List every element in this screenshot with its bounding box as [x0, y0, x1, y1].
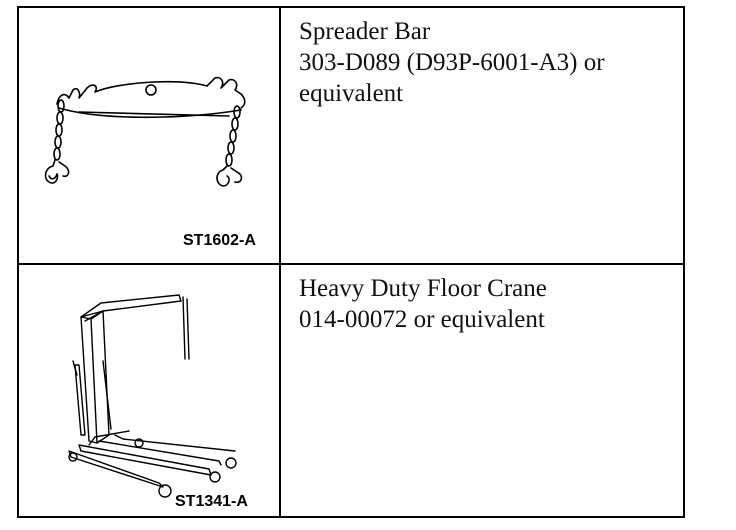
tool-row-floor-crane: ST1341-A Heavy Duty Floor Crane 014-0007… — [19, 265, 683, 516]
illustration-cell: ST1341-A — [19, 265, 281, 516]
illustration-cell: ST1602-A — [19, 8, 281, 263]
spreader-bar-illustration — [44, 76, 246, 187]
tool-row-spreader-bar: ST1602-A Spreader Bar 303-D089 (D93P-600… — [19, 8, 683, 265]
floor-crane-illustration — [68, 294, 237, 498]
tool-part-note: equivalent — [299, 80, 404, 107]
tool-name: Heavy Duty Floor Crane — [299, 275, 547, 302]
description-cell: Spreader Bar 303-D089 (D93P-6001-A3) or … — [281, 8, 683, 263]
special-tools-table: ST1602-A Spreader Bar 303-D089 (D93P-600… — [17, 6, 685, 518]
description-cell: Heavy Duty Floor Crane 014-00072 or equi… — [281, 265, 683, 516]
tool-part-number: 014-00072 or equivalent — [299, 306, 545, 333]
tool-description: Spreader Bar 303-D089 (D93P-6001-A3) or … — [299, 16, 605, 109]
tool-name: Spreader Bar — [299, 18, 431, 45]
figure-id-label: ST1341-A — [175, 493, 248, 510]
tool-part-number: 303-D089 (D93P-6001-A3) or — [299, 49, 605, 76]
tool-description: Heavy Duty Floor Crane 014-00072 or equi… — [299, 273, 547, 335]
figure-id-label: ST1602-A — [183, 232, 256, 249]
